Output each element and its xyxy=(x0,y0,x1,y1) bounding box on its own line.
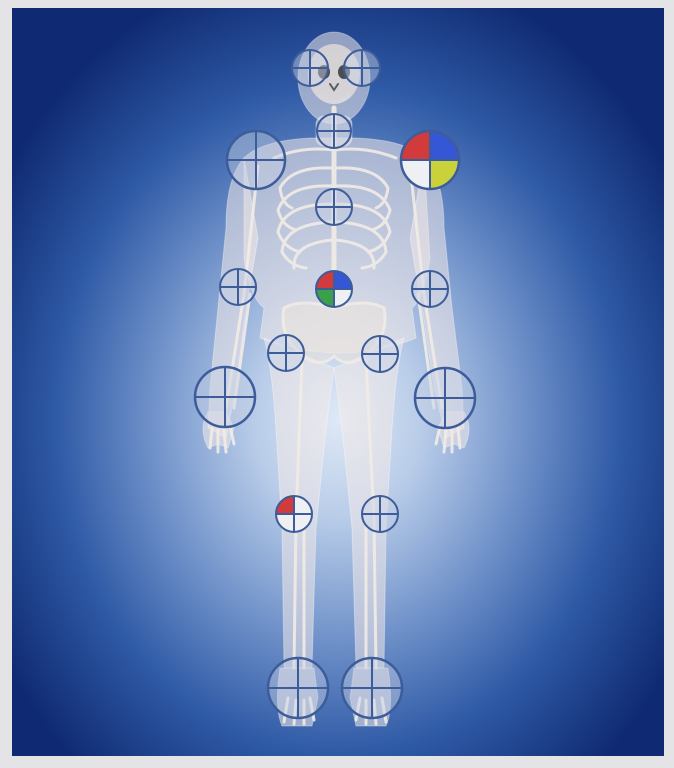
joint-marker-right-ankle[interactable] xyxy=(268,658,328,718)
joint-marker-chest[interactable] xyxy=(316,189,352,225)
joint-marker-left-hip[interactable] xyxy=(362,336,398,372)
joint-marker-right-shoulder[interactable] xyxy=(227,131,285,189)
joint-marker-left-ear[interactable] xyxy=(344,50,380,86)
joint-marker-left-wrist[interactable] xyxy=(415,368,475,428)
joint-marker-neck[interactable] xyxy=(317,114,351,148)
joint-marker-left-shoulder[interactable] xyxy=(401,131,459,189)
joint-marker-left-elbow[interactable] xyxy=(412,271,448,307)
joint-marker-right-elbow[interactable] xyxy=(220,269,256,305)
joint-marker-right-knee[interactable] xyxy=(276,496,312,532)
joint-marker-left-ankle[interactable] xyxy=(342,658,402,718)
joint-marker-lower-back[interactable] xyxy=(316,271,352,307)
body-figure xyxy=(12,8,664,756)
joint-marker-left-knee[interactable] xyxy=(362,496,398,532)
body-map-canvas xyxy=(12,8,664,756)
joint-marker-right-hip[interactable] xyxy=(268,335,304,371)
joint-marker-right-ear[interactable] xyxy=(292,50,328,86)
joint-marker-right-wrist[interactable] xyxy=(195,367,255,427)
